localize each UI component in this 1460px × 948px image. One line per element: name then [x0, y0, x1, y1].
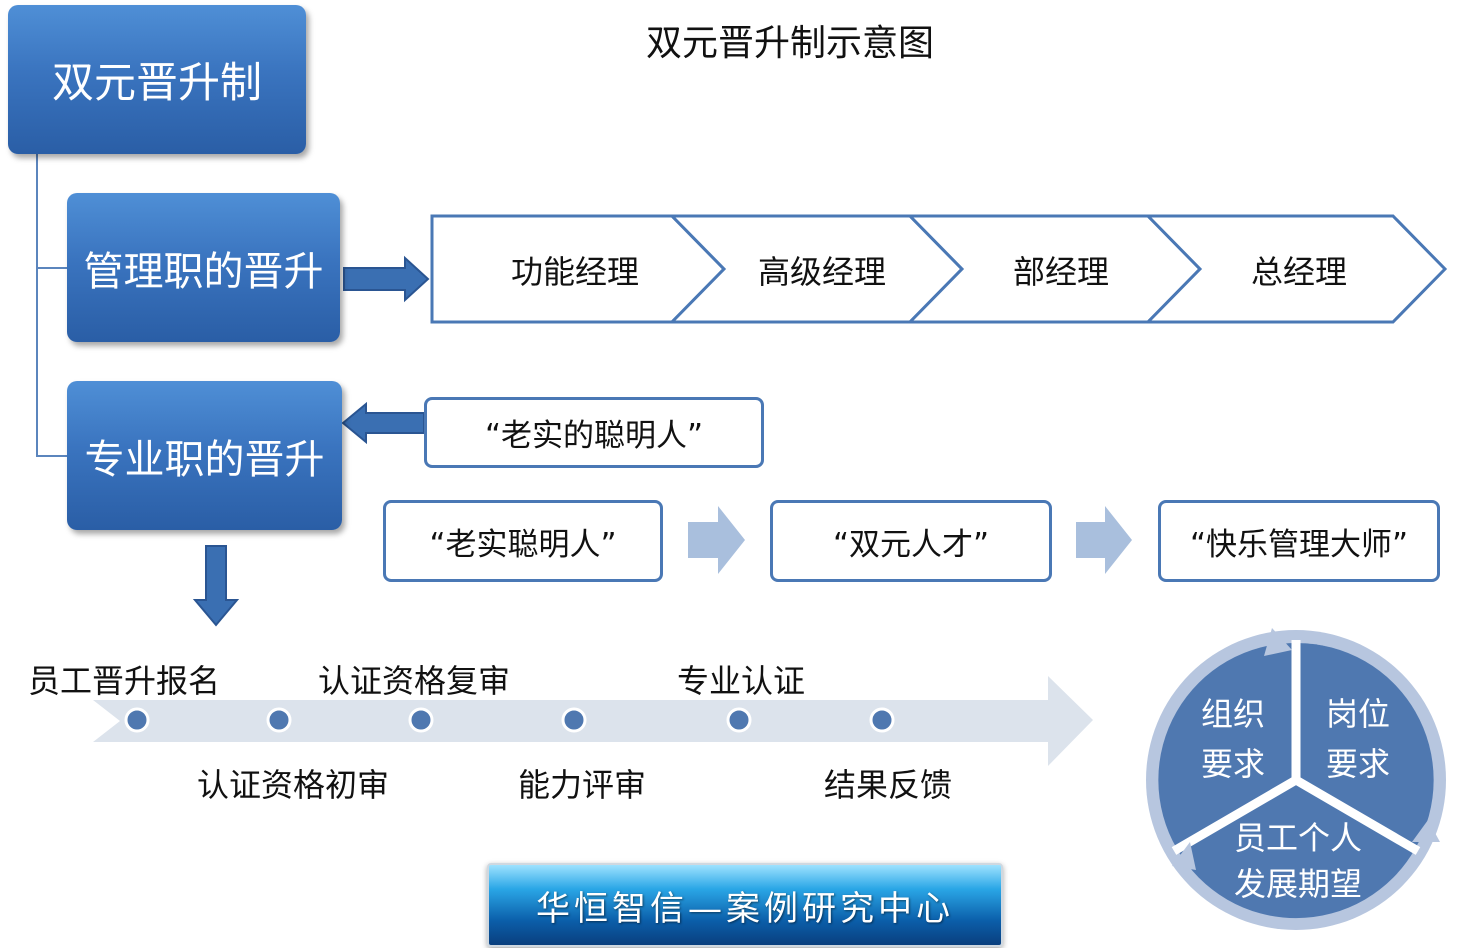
chevron-label: 功能经理: [510, 253, 639, 291]
right-arrow: [343, 255, 430, 303]
timeline-label: 认证资格复审: [318, 662, 511, 700]
timeline-label: 专业认证: [677, 662, 806, 700]
timeline-dot: [869, 707, 895, 733]
left-arrow: [341, 401, 425, 445]
timeline-label: 结果反馈: [824, 766, 953, 804]
timeline-dot: [561, 707, 587, 733]
honest-smart-quote-box: “老实的聪明人”: [424, 397, 764, 468]
timeline-dot: [726, 707, 752, 733]
professional-stage-box: “老实聪明人”: [383, 500, 663, 582]
timeline-label: 能力评审: [518, 766, 647, 804]
circle-text-org-requirement: 组织 要求: [1200, 695, 1265, 783]
chevron-label: 部经理: [1012, 253, 1109, 291]
circle-diagram: [1146, 628, 1446, 930]
chevron-label: 总经理: [1250, 253, 1347, 291]
timeline-band: [93, 676, 1093, 766]
down-arrow: [192, 545, 240, 627]
timeline-label: 员工晋升报名: [28, 662, 221, 700]
timeline-dot: [408, 707, 434, 733]
cycle-arrowhead: [1264, 628, 1292, 656]
timeline-dot: [124, 707, 150, 733]
light-arrow-2: [1076, 506, 1132, 574]
cycle-arrowhead: [1412, 820, 1440, 842]
cycle-arrowhead: [1172, 842, 1196, 870]
circle-text-personal-development: 员工个人 发展期望: [1233, 819, 1362, 904]
circle-text-post-requirement: 岗位 要求: [1325, 695, 1390, 783]
management-promotion-box: 管理职的晋升: [67, 193, 340, 342]
light-arrow-1: [688, 506, 745, 574]
professional-stage-box: “双元人才”: [770, 500, 1052, 582]
management-chevron-chain: [430, 214, 1448, 324]
timeline-dot: [266, 707, 292, 733]
diagram-title: 双元晋升制示意图: [645, 23, 934, 64]
chevron-label: 高级经理: [757, 253, 886, 291]
timeline-dots: [124, 707, 895, 733]
root-box: 双元晋升制: [8, 5, 306, 154]
professional-stage-box: “快乐管理大师”: [1158, 500, 1440, 582]
footer-banner: 华恒智信—案例研究中心: [487, 863, 1003, 947]
tree-connector: [36, 154, 67, 457]
chevron-4: [1144, 214, 1448, 324]
timeline-label: 认证资格初审: [197, 766, 390, 804]
professional-promotion-box: 专业职的晋升: [67, 381, 342, 530]
